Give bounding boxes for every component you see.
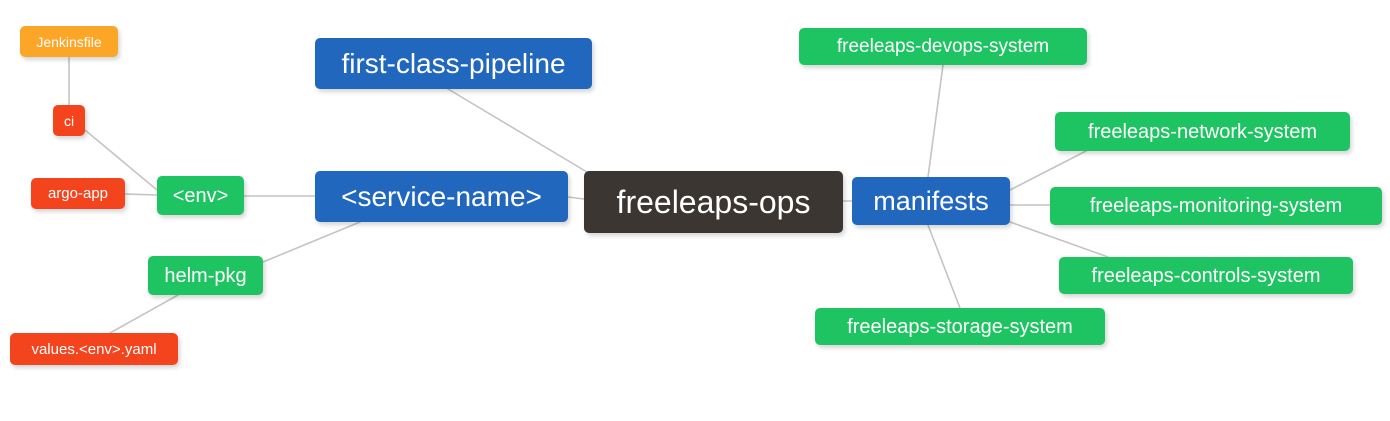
node-freeleaps-network-system[interactable]: freeleaps-network-system — [1055, 112, 1350, 151]
node-label-manifests: manifests — [873, 185, 989, 216]
node-service-name[interactable]: <service-name> — [315, 171, 568, 222]
node-label-env: <env> — [172, 184, 229, 207]
node-label-freeleaps-storage-system: freeleaps-storage-system — [847, 315, 1073, 338]
edge-helm-pkg-values-yaml — [109, 294, 179, 334]
node-argo-app[interactable]: argo-app — [31, 178, 125, 209]
node-label-jenkinsfile: Jenkinsfile — [36, 33, 102, 50]
node-jenkinsfile[interactable]: Jenkinsfile — [20, 26, 118, 57]
edge-manifests-devops — [927, 64, 944, 178]
node-label-ci: ci — [63, 112, 75, 129]
node-label-service-name: <service-name> — [341, 180, 542, 212]
node-freeleaps-devops-system[interactable]: freeleaps-devops-system — [799, 28, 1087, 65]
node-freeleaps-ops[interactable]: freeleaps-ops — [584, 171, 843, 233]
node-label-freeleaps-devops-system: freeleaps-devops-system — [836, 36, 1050, 57]
edge-manifests-network — [1009, 150, 1087, 191]
node-manifests[interactable]: manifests — [852, 177, 1010, 225]
edge-service-name-helm-pkg — [262, 221, 361, 263]
node-freeleaps-controls-system[interactable]: freeleaps-controls-system — [1059, 257, 1353, 294]
node-label-freeleaps-ops: freeleaps-ops — [616, 184, 811, 220]
node-freeleaps-monitoring-system[interactable]: freeleaps-monitoring-system — [1050, 187, 1382, 225]
edge-manifests-controls — [1009, 221, 1109, 258]
node-first-class-pipeline[interactable]: first-class-pipeline — [315, 38, 592, 89]
node-label-values-yaml: values.<env>.yaml — [31, 340, 157, 358]
edge-ops-service-name — [567, 196, 585, 200]
node-label-first-class-pipeline: first-class-pipeline — [341, 47, 566, 79]
node-label-freeleaps-controls-system: freeleaps-controls-system — [1091, 264, 1321, 287]
node-freeleaps-storage-system[interactable]: freeleaps-storage-system — [815, 308, 1105, 345]
node-label-argo-app: argo-app — [47, 185, 109, 202]
node-ci[interactable]: ci — [53, 105, 85, 136]
edge-env-argo-app — [124, 193, 158, 196]
node-values-yaml[interactable]: values.<env>.yaml — [10, 333, 178, 365]
edge-manifests-storage — [927, 224, 961, 309]
node-env[interactable]: <env> — [157, 176, 244, 215]
node-label-freeleaps-network-system: freeleaps-network-system — [1088, 120, 1317, 143]
edge-ops-first-class-pipeline — [447, 88, 593, 176]
node-label-freeleaps-monitoring-system: freeleaps-monitoring-system — [1089, 195, 1343, 217]
node-label-helm-pkg: helm-pkg — [164, 264, 247, 287]
node-helm-pkg[interactable]: helm-pkg — [148, 256, 263, 295]
